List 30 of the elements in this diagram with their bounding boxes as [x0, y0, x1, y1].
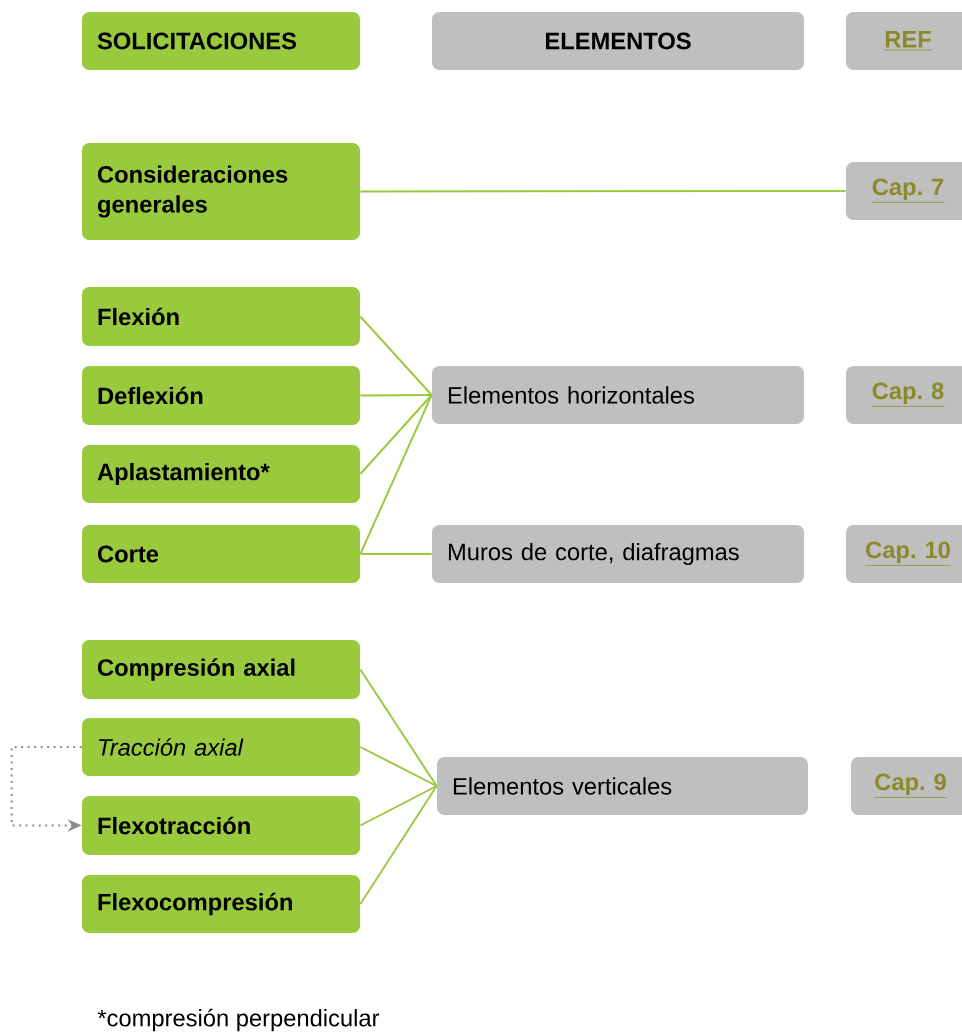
solicitation-box: Compresión axial — [82, 640, 360, 699]
solicitation-box: Flexocompresión — [82, 875, 360, 933]
connector — [359, 785, 438, 827]
element-box: Elementos verticales — [437, 757, 808, 815]
solicitation-box: Aplastamiento* — [82, 445, 360, 503]
connector — [359, 553, 433, 555]
connector — [359, 394, 433, 555]
solicitation-box: Flexotracción — [82, 796, 360, 855]
connector — [359, 315, 433, 396]
connector — [359, 394, 433, 397]
footnote: *compresión perpendicular — [97, 1008, 380, 1032]
solicitation-box: Corte — [82, 525, 360, 583]
reference-box: REF — [846, 12, 962, 70]
reference-box: Cap. 10 — [846, 525, 962, 583]
solicitation-box: Tracción axial — [82, 718, 360, 776]
solicitation-box: Deflexión — [82, 366, 360, 425]
header-box: ELEMENTOS — [432, 12, 804, 70]
connector — [359, 394, 433, 475]
solicitation-box: Consideraciones generales — [82, 143, 360, 240]
element-box: Muros de corte, diafragmas — [432, 525, 804, 583]
reference-box: Cap. 8 — [846, 366, 962, 424]
connector — [359, 746, 438, 787]
reference-box: Cap. 9 — [851, 757, 962, 815]
solicitation-box: SOLICITACIONES — [82, 12, 360, 70]
connector — [359, 785, 438, 905]
reference-box: Cap. 7 — [846, 162, 962, 220]
solicitation-box: Flexión — [82, 287, 360, 346]
element-box: Elementos horizontales — [432, 366, 804, 424]
connector — [359, 190, 847, 193]
connector — [359, 668, 438, 787]
